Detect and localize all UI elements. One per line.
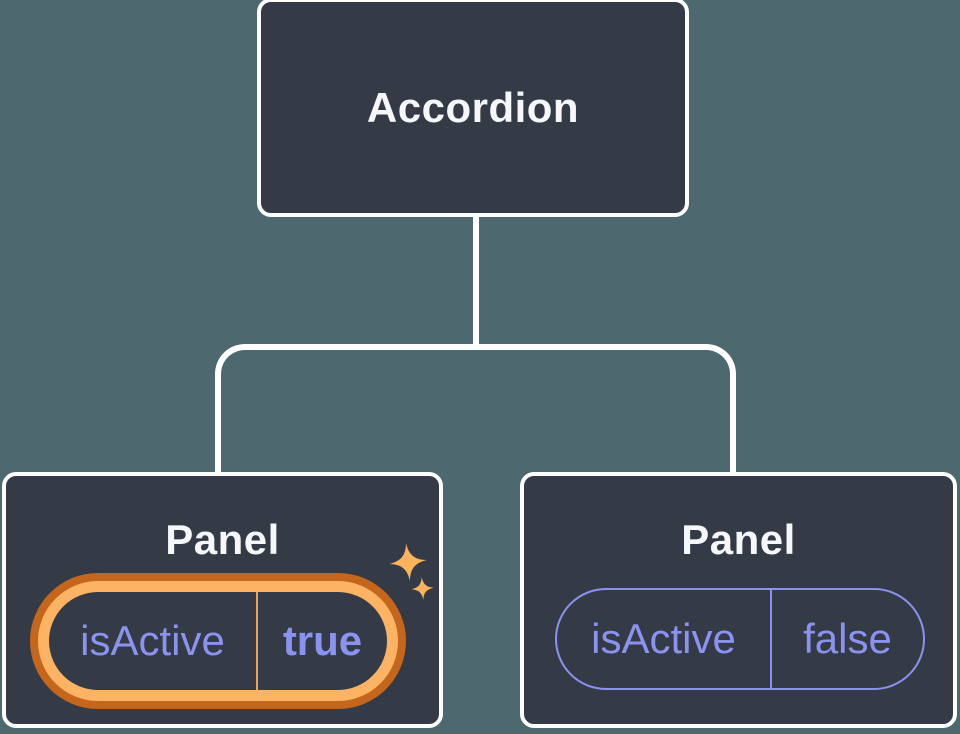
panel-inactive-label: Panel	[681, 516, 796, 563]
prop-name-inactive: isActive	[591, 615, 736, 662]
prop-value-active: true	[282, 617, 363, 664]
state-pill-active-gold-ring: isActive true	[38, 581, 398, 701]
state-pill-inactive: isActive false	[555, 588, 925, 690]
state-pill-active-highlight-ring: isActive true	[30, 573, 406, 709]
pill-divider-inactive	[770, 590, 772, 688]
sparkle-small-icon	[410, 576, 435, 601]
node-panel-inactive: Panel isActive false	[520, 472, 957, 728]
pill-divider-active	[256, 592, 258, 690]
accordion-label: Accordion	[366, 83, 580, 131]
node-panel-active: Panel isActive true	[2, 472, 443, 728]
prop-name-active: isActive	[80, 617, 225, 664]
sparkle-large-icon	[387, 541, 429, 583]
state-pill-active: isActive true	[49, 592, 387, 690]
prop-value-inactive: false	[803, 615, 892, 662]
panel-active-label: Panel	[165, 516, 280, 563]
connector-branch	[215, 344, 736, 472]
node-accordion: Accordion	[257, 0, 689, 217]
connector-root-stem	[473, 215, 479, 346]
